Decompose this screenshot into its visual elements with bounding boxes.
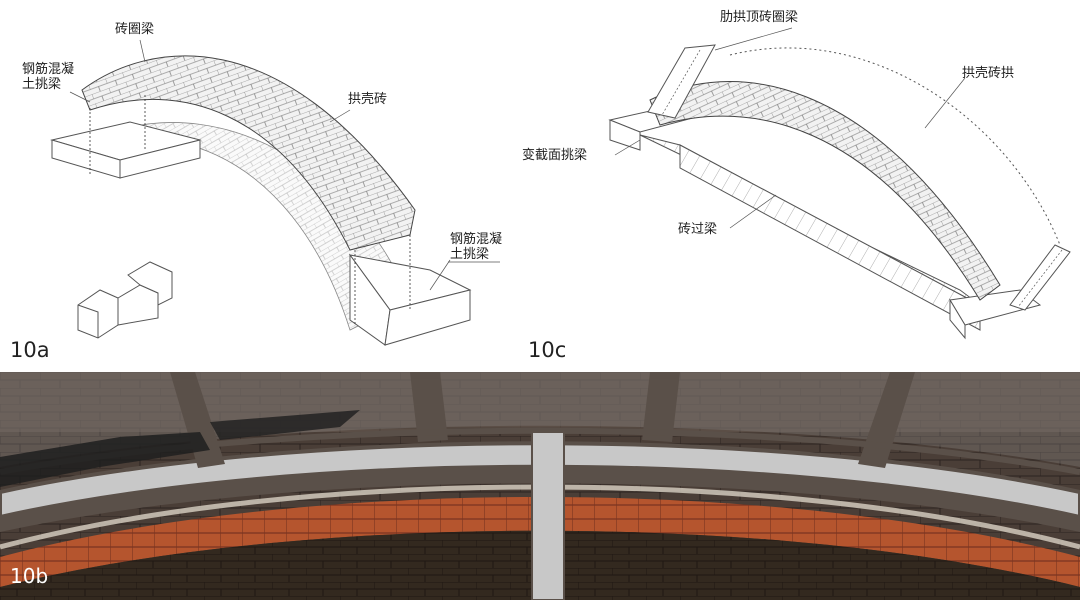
upper-arch-shell (81, 55, 416, 251)
label-variable-section-cantilever: 变截面挑梁 (522, 148, 588, 163)
label-rc-cantilever-right: 钢筋混凝土挑梁 (450, 232, 503, 262)
window-glass (0, 372, 1080, 467)
label-rc-cantilever-left: 钢筋混凝土挑梁 (22, 62, 75, 92)
label-brick-lintel: 砖过梁 (678, 222, 718, 237)
label-shell-brick-arch: 拱壳砖拱 (962, 66, 1015, 81)
panel-id-10b: 10b (10, 564, 49, 588)
rib-ring-beam-right (1009, 244, 1071, 311)
label-shell-brick: 拱壳砖 (348, 92, 388, 107)
label-brick-ring-beam: 砖圈梁 (115, 22, 155, 37)
axonometric-drawing-10c (608, 27, 1071, 340)
photo-panel-10b: 10b (0, 372, 1080, 600)
diagram-panel-10c: 肋拱顶砖圈梁 拱壳砖拱 变截面挑梁 砖过梁 10c (522, 0, 1080, 372)
arch-shell-brick (649, 81, 1001, 301)
diagram-panel-10a: 砖圈梁 钢筋混凝土挑梁 拱壳砖 钢筋混凝土挑梁 10a (0, 0, 540, 372)
arch-window-photo (0, 372, 1080, 600)
red-brick-arch (0, 497, 1080, 587)
axonometric-drawing-10a (50, 39, 500, 346)
building-icon (77, 261, 173, 339)
panel-id-10c: 10c (528, 338, 567, 362)
vertical-mullion (531, 431, 565, 600)
label-rib-arch-ring-beam: 肋拱顶砖圈梁 (720, 10, 799, 25)
panel-id-10a: 10a (10, 338, 50, 362)
